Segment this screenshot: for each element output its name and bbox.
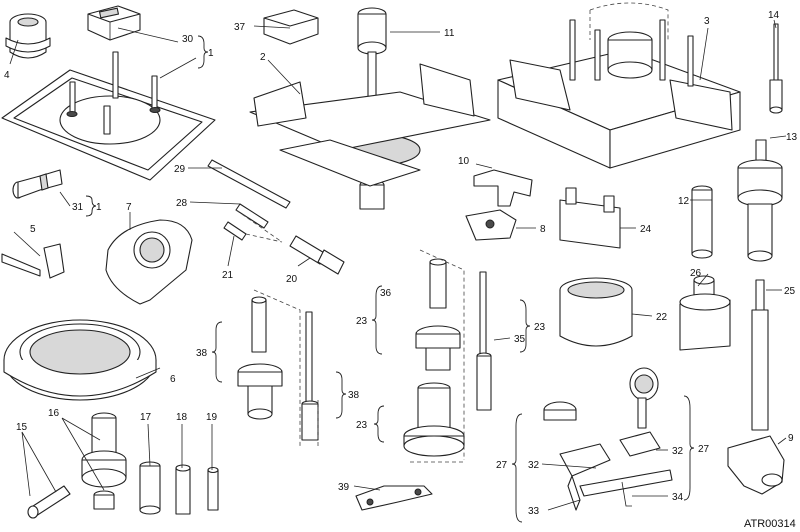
callout-18: 18: [176, 412, 188, 423]
part-16-bushing: [81, 412, 127, 510]
part-30-block: [87, 5, 141, 41]
callout-5: 5: [30, 224, 36, 235]
callout-labels: 1 1 2 3 4 5 6 7 8 9 10 11 12 13 14 15 16…: [4, 10, 798, 517]
callout-1: 1: [96, 202, 102, 213]
callout-2: 2: [260, 52, 266, 63]
part-33-link: [567, 475, 581, 511]
part-26-block: [679, 275, 731, 351]
leader-lines: [9, 19, 787, 511]
part-17-pin: [139, 461, 161, 515]
part-18-pin: [175, 464, 191, 515]
callout-38: 38: [348, 390, 360, 401]
callout-26: 26: [690, 268, 702, 279]
callout-12: 12: [678, 196, 690, 207]
part-32-arm: [559, 431, 661, 477]
callout-21: 21: [222, 270, 234, 281]
callout-9: 9: [788, 433, 794, 444]
callout-36: 36: [380, 288, 392, 299]
callout-11: 11: [444, 28, 455, 39]
part-31-pin: [12, 169, 63, 199]
part-25-long-rod: [751, 279, 769, 431]
callout-6: 6: [170, 374, 176, 385]
part-5-t-handle: [1, 243, 65, 279]
part-29-pin: [207, 159, 291, 209]
part-20-t-handle: [289, 235, 345, 275]
part-9-bracket: [727, 435, 785, 495]
part-2-base-frame: [249, 63, 491, 187]
part-15-threaded-stud: [27, 485, 71, 519]
callout-27: 27: [698, 444, 710, 455]
part-6-ring: [3, 319, 157, 401]
callout-27: 27: [496, 460, 508, 471]
part-36-mandrel: [415, 258, 461, 371]
part-38-mandrel: [237, 296, 319, 441]
callout-19: 19: [206, 412, 218, 423]
part-8-plate: [465, 209, 517, 241]
callout-1: 1: [208, 48, 214, 59]
part-19-pin: [207, 466, 219, 511]
callout-8: 8: [540, 224, 546, 235]
callout-23: 23: [534, 322, 546, 333]
callout-28: 28: [176, 198, 188, 209]
callout-3: 3: [704, 16, 710, 27]
callout-14: 14: [768, 10, 780, 21]
callout-33: 33: [528, 506, 540, 517]
callout-10: 10: [458, 156, 470, 167]
callout-17: 17: [140, 412, 152, 423]
part-10-bracket: [473, 169, 533, 207]
part-27-dial-gauge: [543, 367, 659, 429]
callout-4: 4: [4, 70, 10, 81]
part-37-block: [263, 9, 319, 45]
callout-31: 31: [72, 202, 84, 213]
callout-39: 39: [338, 482, 350, 493]
callout-15: 15: [16, 422, 28, 433]
part-35-rod: [476, 271, 492, 411]
part-23-base: [403, 382, 465, 457]
part-14-pin: [769, 23, 783, 114]
part-28-pin: [235, 203, 269, 229]
part-39-bracket: [355, 485, 433, 511]
callout-32: 32: [528, 460, 540, 471]
callout-37: 37: [234, 22, 246, 33]
part-24-fixture: [559, 187, 621, 249]
callout-30: 30: [182, 34, 194, 45]
callout-23: 23: [356, 316, 368, 327]
callout-7: 7: [126, 202, 132, 213]
callout-20: 20: [286, 274, 298, 285]
callout-29: 29: [174, 164, 186, 175]
callout-38: 38: [196, 348, 208, 359]
callout-16: 16: [48, 408, 60, 419]
part-3-cradle: [497, 2, 741, 169]
callout-32: 32: [672, 446, 684, 457]
drawing-code: ATR00314: [744, 518, 796, 530]
part-21-pin: [223, 221, 247, 241]
part-7-gear-plate: [105, 219, 193, 305]
callout-13: 13: [786, 132, 798, 143]
callout-35: 35: [514, 334, 526, 345]
braces: [85, 35, 695, 523]
part-12-threaded-pin: [691, 185, 713, 259]
part-1-plate: [1, 51, 216, 181]
callout-34: 34: [672, 492, 684, 503]
callout-22: 22: [656, 312, 668, 323]
part-13-puller: [737, 139, 783, 262]
part-34-bar: [579, 469, 673, 507]
part-22-sleeve: [559, 277, 633, 347]
callout-25: 25: [784, 286, 796, 297]
part-4-sleeve: [5, 13, 51, 59]
callout-23: 23: [356, 420, 368, 431]
callout-24: 24: [640, 224, 652, 235]
